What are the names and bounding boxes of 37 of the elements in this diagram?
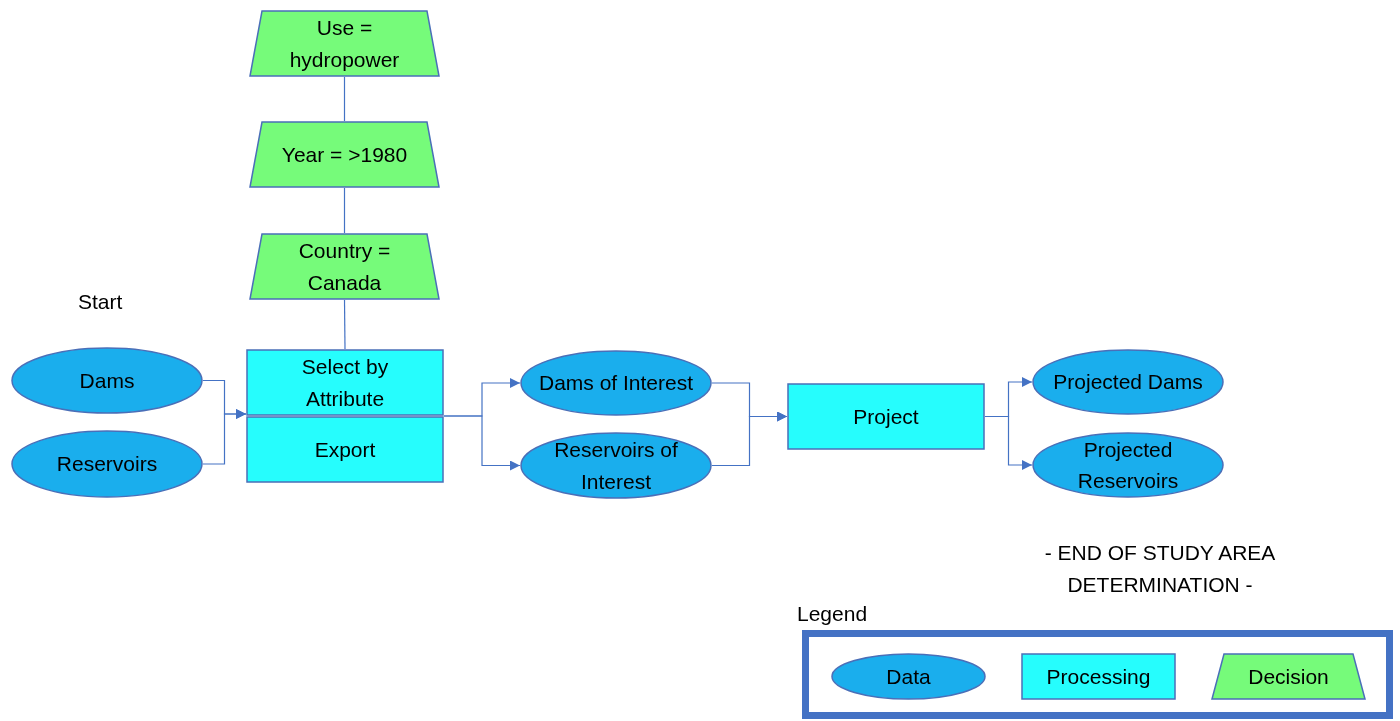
node-label: Reservoirs of Interest (553, 437, 679, 495)
node-label: Year = >1980 (280, 141, 409, 168)
process-box (246, 416, 444, 483)
arrow (443, 415, 521, 471)
decision-trapezoid (249, 10, 440, 77)
legend-title: Legend (797, 601, 869, 627)
decision-trapezoid (249, 233, 440, 300)
decision-trapezoid (249, 121, 440, 188)
arrow (711, 411, 788, 467)
legend-label: Data (885, 663, 932, 690)
data-ellipse (1032, 432, 1224, 498)
node-label: Country = Canada (297, 238, 392, 296)
connector-line (343, 187, 346, 234)
arrow (202, 409, 247, 465)
node-label: Projected Reservoirs (1076, 436, 1180, 494)
start-label: Start (78, 289, 123, 315)
node-label: Dams (78, 367, 136, 394)
node-label: Select by Attribute (300, 354, 390, 412)
node-label: Reservoirs (55, 451, 159, 478)
data-ellipse (520, 350, 712, 416)
data-ellipse (520, 432, 712, 499)
data-ellipse (11, 347, 203, 414)
arrow (984, 415, 1033, 470)
connector-line (343, 76, 346, 122)
node-label: Dams of Interest (537, 370, 695, 397)
connector-line (343, 299, 346, 350)
legend-label: Decision (1247, 663, 1330, 690)
legend-label: Processing (1045, 663, 1152, 690)
end-note: - END OF STUDY AREA DETERMINATION - (1043, 540, 1277, 598)
data-ellipse (1032, 349, 1224, 415)
process-box (787, 383, 985, 450)
node-label: Use = hydropower (288, 15, 401, 73)
node-label: Project (852, 403, 920, 430)
node-label: Export (313, 436, 377, 463)
node-label: Projected Dams (1052, 369, 1204, 396)
data-ellipse (11, 430, 203, 498)
process-box (246, 349, 444, 416)
